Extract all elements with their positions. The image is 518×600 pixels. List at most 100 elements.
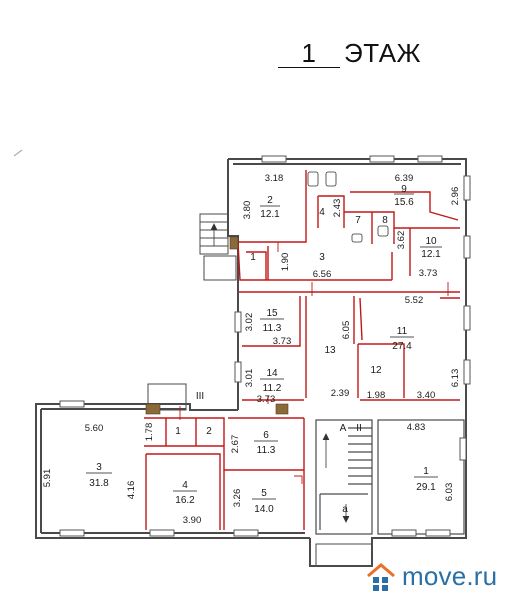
inner-outline xyxy=(40,163,461,534)
room-area: 27.4 xyxy=(392,341,412,352)
sink-icon xyxy=(351,233,363,243)
room-number: 3 xyxy=(319,252,325,263)
porch-lower-right xyxy=(315,543,373,567)
partition-room11 xyxy=(359,297,460,341)
room-number: 3 xyxy=(96,462,102,473)
dimension-label: 5.52 xyxy=(405,295,424,306)
dimension-label: 3.80 xyxy=(242,201,253,220)
room-number: 1 xyxy=(175,426,181,437)
dimension-label: 6.56 xyxy=(313,269,332,280)
right-room-box xyxy=(377,419,465,535)
dimension-label: 6.03 xyxy=(444,483,455,502)
room-area: 11.2 xyxy=(263,383,282,394)
dimension-label: 3.01 xyxy=(244,369,255,388)
window-icon xyxy=(59,529,85,537)
window-icon xyxy=(233,529,259,537)
window-icon xyxy=(463,305,471,331)
room-number: 10 xyxy=(425,236,437,247)
porch-lower-left xyxy=(147,383,187,411)
room-number: 11 xyxy=(397,326,408,337)
room-number: 13 xyxy=(324,345,336,356)
dimension-label: 1.98 xyxy=(367,390,386,401)
dimension-label: 4.83 xyxy=(407,422,426,433)
dimension-label: 2.67 xyxy=(230,435,241,454)
room-number: 2 xyxy=(206,426,212,437)
partition-room12 xyxy=(357,343,405,398)
staircase-label-a-upper: А xyxy=(340,423,347,434)
windows xyxy=(59,155,471,537)
porches xyxy=(147,213,373,567)
window-icon xyxy=(59,400,85,408)
room-area: 29.1 xyxy=(416,482,436,493)
dimension-label: 2.43 xyxy=(332,199,343,218)
room-number: 5 xyxy=(261,488,267,499)
room-number: 9 xyxy=(401,184,407,195)
room-area: 14.0 xyxy=(254,504,274,515)
partition-room7-8 xyxy=(344,211,395,244)
window-icon xyxy=(234,361,242,383)
stair-treads xyxy=(348,427,372,485)
room-area: 31.8 xyxy=(89,478,109,489)
partition-lower-top xyxy=(144,417,304,471)
window-icon xyxy=(463,235,471,259)
room-number: 2 xyxy=(267,195,273,206)
hatch-lower-left xyxy=(145,403,161,415)
room-number: 8 xyxy=(382,215,388,226)
room-area: 11.3 xyxy=(263,323,282,334)
staircase-labels: III II А а xyxy=(196,391,362,515)
room-number: 12 xyxy=(370,365,382,376)
dimension-label: 6.05 xyxy=(341,321,352,340)
staircase-label-ii: II xyxy=(356,423,362,434)
room-number: 15 xyxy=(266,308,278,319)
room-area: 15.6 xyxy=(394,197,414,208)
room-area: 12.1 xyxy=(260,209,280,220)
dimension-label: 3.02 xyxy=(244,313,255,332)
room-number: 1 xyxy=(250,252,256,263)
staircase-label-a-lower: а xyxy=(342,504,348,515)
dimension-label: 3.73 xyxy=(419,268,438,279)
window-icon xyxy=(463,359,471,385)
upper-wing-wall xyxy=(228,158,467,420)
partition-room2-right xyxy=(238,170,307,243)
dimension-label: 1.90 xyxy=(280,253,291,272)
dimension-label: 6.39 xyxy=(395,173,414,184)
dimension-label: 3.73 xyxy=(257,394,276,405)
partition-room4 xyxy=(317,195,345,228)
stair-icon xyxy=(322,433,330,468)
room-number: 4 xyxy=(182,480,188,491)
window-icon xyxy=(261,155,287,163)
dimension-label: 3.18 xyxy=(265,173,284,184)
mid-left-wall xyxy=(35,403,310,539)
room-number: 1 xyxy=(423,466,429,477)
room-number: 7 xyxy=(355,215,361,226)
floor-number: 1 xyxy=(278,39,340,68)
room-area: 16.2 xyxy=(175,495,195,506)
dimension-label: 5.60 xyxy=(85,423,104,434)
partition-room9 xyxy=(350,191,459,221)
window-icon xyxy=(459,437,467,461)
watermark-text: move.ru xyxy=(402,560,498,591)
hatch-upper xyxy=(229,236,239,250)
dimension-label: 3.90 xyxy=(183,515,202,526)
porch-upper-left xyxy=(199,213,229,255)
dimension-label: 3.62 xyxy=(396,231,407,250)
partition-room1 xyxy=(246,251,267,280)
stair-icon xyxy=(342,504,350,523)
hatches xyxy=(145,236,289,415)
hatch-lower-right xyxy=(275,403,289,415)
window-icon xyxy=(369,155,395,163)
fixtures xyxy=(307,171,389,243)
dimension-label: 1.78 xyxy=(144,423,155,442)
window-icon xyxy=(234,311,242,333)
stair-icon xyxy=(210,223,218,246)
partition-room1-2-lower xyxy=(144,418,224,447)
toilet-icon xyxy=(325,171,337,187)
stair-block xyxy=(315,419,465,535)
sink-icon xyxy=(377,225,389,237)
outer-walls xyxy=(35,158,467,567)
room-number: 14 xyxy=(266,368,278,379)
stair-shaft xyxy=(315,419,373,535)
toilet-icon xyxy=(307,171,319,187)
room-labels: 1 2 12.1 3 4 7 8 9 15.6 10 12.1 11 27.4 … xyxy=(86,184,442,515)
